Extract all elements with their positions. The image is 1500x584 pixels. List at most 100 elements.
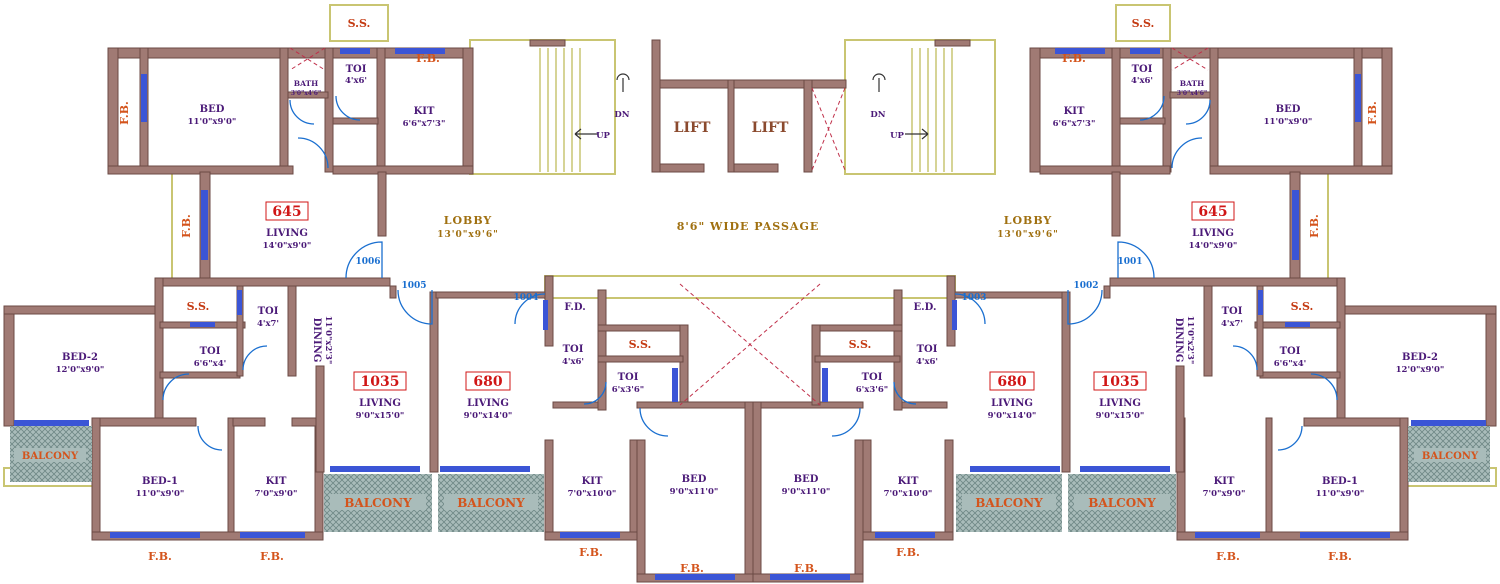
living-label: LIVING bbox=[991, 398, 1033, 409]
fb-label: F.B. bbox=[1062, 52, 1086, 65]
ed-label: E.D. bbox=[914, 302, 937, 313]
ss-label: S.S. bbox=[849, 338, 872, 351]
bath-label: BATH bbox=[294, 79, 318, 88]
lobby-right-name: LOBBY bbox=[1004, 214, 1053, 227]
stair-arrows bbox=[574, 73, 929, 140]
toi-dim: 4'x6' bbox=[345, 76, 367, 86]
bed-label: BED bbox=[200, 104, 225, 115]
bed2-label: BED-2 bbox=[1402, 352, 1438, 363]
kit-label: KIT bbox=[1064, 106, 1085, 117]
stair-right-up: UP bbox=[890, 131, 904, 141]
windows bbox=[14, 48, 1486, 580]
living-label: LIVING bbox=[1192, 228, 1234, 239]
fb-label: F.B. bbox=[579, 546, 603, 559]
kit-label: KIT bbox=[1214, 476, 1235, 487]
area-1035-right: 1035 bbox=[1101, 374, 1140, 390]
toi-label: TOI bbox=[1222, 306, 1243, 317]
stair-right bbox=[911, 48, 953, 172]
balcony-label: BALCONY bbox=[1422, 451, 1479, 462]
ss-label: S.S. bbox=[1291, 300, 1314, 313]
fb-label: F.B. bbox=[680, 562, 704, 575]
living-dim: 9'0"x15'0" bbox=[1096, 411, 1145, 421]
door-swings bbox=[162, 95, 1338, 451]
bed1-dim: 11'0"x9'0" bbox=[1316, 489, 1365, 499]
living-dim: 14'0"x9'0" bbox=[1189, 241, 1238, 251]
kit-dim: 7'0"x10'0" bbox=[568, 489, 617, 499]
dining-label: DINING bbox=[311, 318, 322, 363]
stair-left bbox=[539, 48, 581, 172]
toi-dim: 4'x7' bbox=[257, 319, 279, 329]
fb-label: F.B. bbox=[118, 101, 131, 125]
toi-label: TOI bbox=[917, 344, 938, 355]
toi-dim: 4'x7' bbox=[1221, 319, 1243, 329]
bed-dim: 9'0"x11'0" bbox=[782, 487, 831, 497]
kit-dim: 6'6"x7'3" bbox=[403, 119, 446, 129]
door-number-1005: 1005 bbox=[401, 281, 426, 291]
balcony-hatch bbox=[10, 426, 1490, 532]
shaft-crosses bbox=[289, 47, 1209, 406]
bed-label: BED bbox=[794, 474, 819, 485]
ss-top-right: S.S. bbox=[1132, 17, 1155, 30]
toi-label: TOI bbox=[563, 344, 584, 355]
toi-dim: 6'x3'6" bbox=[856, 385, 888, 395]
toi-label: TOI bbox=[200, 346, 221, 357]
living-dim: 14'0"x9'0" bbox=[263, 241, 312, 251]
bed2-label: BED-2 bbox=[62, 352, 98, 363]
door-number-1006: 1006 bbox=[355, 257, 380, 267]
lobby-left-dim: 13'0"x9'6" bbox=[437, 230, 499, 240]
door-number-1001: 1001 bbox=[1117, 257, 1142, 267]
bath-dim: 3'0"x4'6" bbox=[1177, 90, 1207, 97]
kit-label: KIT bbox=[898, 476, 919, 487]
toi-label: TOI bbox=[1280, 346, 1301, 357]
toi-dim: 6'6"x4' bbox=[1274, 359, 1306, 369]
living-label: LIVING bbox=[1099, 398, 1141, 409]
bed-label: BED bbox=[1276, 104, 1301, 115]
kit-label: KIT bbox=[582, 476, 603, 487]
dining-dim: 11'0"x2'3" bbox=[1185, 316, 1195, 365]
fb-label: F.B. bbox=[260, 550, 284, 563]
toi-dim: 4'x6' bbox=[916, 357, 938, 367]
door-number-1004: 1004 bbox=[513, 293, 538, 303]
area-680-right: 680 bbox=[997, 374, 1026, 390]
ss-label: S.S. bbox=[629, 338, 652, 351]
ss-top-left: S.S. bbox=[348, 17, 371, 30]
area-645-left: 645 bbox=[272, 204, 301, 220]
kit-dim: 7'0"x9'0" bbox=[255, 489, 298, 499]
bed-dim: 9'0"x11'0" bbox=[670, 487, 719, 497]
stair-right-dn: DN bbox=[870, 110, 885, 120]
bed1-label: BED-1 bbox=[142, 476, 178, 487]
ss-label: S.S. bbox=[187, 300, 210, 313]
balcony-label: BALCONY bbox=[975, 496, 1043, 510]
area-680-left: 680 bbox=[473, 374, 502, 390]
dining-dim: 11'0"x2'3" bbox=[323, 316, 333, 365]
passage-label: 8'6" WIDE PASSAGE bbox=[677, 220, 819, 233]
lobby-right-dim: 13'0"x9'6" bbox=[997, 230, 1059, 240]
bath-dim: 3'0"x4'6" bbox=[291, 90, 321, 97]
fb-label: F.B. bbox=[416, 52, 440, 65]
bed-label: BED bbox=[682, 474, 707, 485]
bed2-dim: 12'0"x9'0" bbox=[1396, 365, 1445, 375]
fb-label: F.B. bbox=[180, 214, 193, 238]
living-dim: 9'0"x15'0" bbox=[356, 411, 405, 421]
bed1-dim: 11'0"x9'0" bbox=[136, 489, 185, 499]
bath-label: BATH bbox=[1180, 79, 1204, 88]
living-label: LIVING bbox=[359, 398, 401, 409]
toi-label: TOI bbox=[258, 306, 279, 317]
kit-dim: 7'0"x10'0" bbox=[884, 489, 933, 499]
toi-label: TOI bbox=[346, 64, 367, 75]
door-number-1002: 1002 bbox=[1073, 281, 1098, 291]
area-1035-left: 1035 bbox=[361, 374, 400, 390]
fb-label: F.B. bbox=[1308, 214, 1321, 238]
fb-label: F.B. bbox=[896, 546, 920, 559]
lobby-left-name: LOBBY bbox=[444, 214, 493, 227]
dining-label: DINING bbox=[1173, 318, 1184, 363]
fd-label: F.D. bbox=[564, 302, 585, 313]
fb-label: F.B. bbox=[148, 550, 172, 563]
stair-left-up: UP bbox=[596, 131, 610, 141]
living-label: LIVING bbox=[266, 228, 308, 239]
labels: 8'6" WIDE PASSAGE LIFT LIFT LOBBY 13'0"x… bbox=[14, 17, 1486, 575]
lift-left-label: LIFT bbox=[674, 120, 711, 136]
kit-dim: 6'6"x7'3" bbox=[1053, 119, 1096, 129]
fb-label: F.B. bbox=[1366, 101, 1379, 125]
